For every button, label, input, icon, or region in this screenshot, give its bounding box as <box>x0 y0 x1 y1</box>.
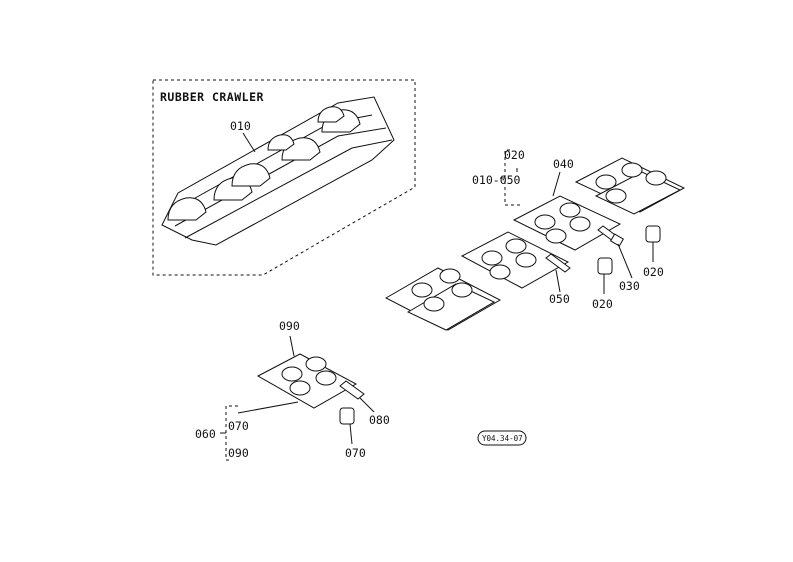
bush-020-mid[interactable] <box>597 257 613 275</box>
track-shoe-set-lower[interactable] <box>384 267 502 331</box>
callout-020-upper: 020 <box>504 148 525 162</box>
callout-050: 050 <box>549 292 570 306</box>
bush-080[interactable] <box>339 380 365 400</box>
rubber-crawler-group: RUBBER CRAWLER 010 <box>152 79 416 276</box>
master-link-group: 090 080 070 070 060 090 <box>195 319 390 461</box>
callout-070-group: 070 <box>228 419 249 433</box>
callout-070-bottom: 070 <box>345 446 366 460</box>
callout-010-track: 010 <box>230 119 251 133</box>
steel-track-group: 020 010-050 040 <box>384 148 686 331</box>
callout-080: 080 <box>369 413 390 427</box>
callout-040: 040 <box>553 157 574 171</box>
bush-020-right[interactable] <box>645 225 661 243</box>
callout-090-group: 090 <box>228 446 249 460</box>
drawing-id-stamp: Y04.34-07 <box>477 430 527 446</box>
track-shoe-set-center[interactable] <box>512 195 622 251</box>
callout-020-right: 020 <box>643 265 664 279</box>
bush-070[interactable] <box>339 407 355 425</box>
track-shoe-set-upper[interactable] <box>574 157 686 215</box>
stamp-text: Y04.34-07 <box>482 434 523 443</box>
callout-010-050: 010-050 <box>472 173 521 187</box>
callout-060: 060 <box>195 427 216 441</box>
callout-030: 030 <box>619 279 640 293</box>
master-link[interactable] <box>256 353 358 409</box>
track-shoe-set-mid[interactable] <box>460 231 570 289</box>
callout-020-mid: 020 <box>592 297 613 311</box>
rubber-track[interactable] <box>161 96 395 246</box>
group-title: RUBBER CRAWLER <box>160 90 264 104</box>
bush-030[interactable] <box>609 233 625 247</box>
pin-050-lower[interactable] <box>545 253 571 273</box>
callout-090-top: 090 <box>279 319 300 333</box>
